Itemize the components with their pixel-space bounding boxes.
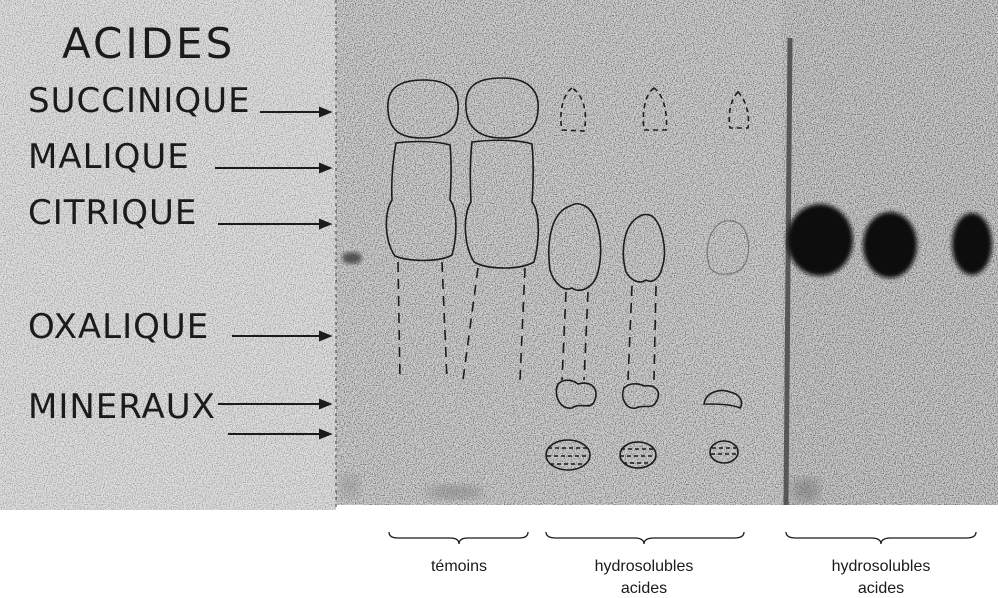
caption-hydro-left-line1: hydrosolubles bbox=[595, 558, 694, 575]
title-acides: ACIDES bbox=[62, 19, 235, 68]
brace-temoins bbox=[389, 532, 528, 544]
caption-hydro-right-line1: hydrosolubles bbox=[832, 558, 931, 575]
edge-smudge-right bbox=[792, 478, 820, 502]
edge-smudge bbox=[340, 474, 360, 498]
dark-spot-1 bbox=[787, 204, 853, 276]
brace-hydro-left bbox=[546, 532, 744, 544]
label-succinique: SUCCINIQUE bbox=[28, 81, 251, 121]
brace-hydro-right bbox=[786, 532, 976, 544]
left-edge-mark bbox=[342, 252, 362, 264]
dark-spot-2 bbox=[863, 212, 917, 278]
dark-spot-3 bbox=[952, 213, 992, 275]
middle-paper-panel bbox=[336, 0, 782, 505]
caption-temoins: témoins bbox=[431, 558, 487, 575]
origin-smudge bbox=[427, 485, 483, 499]
caption-hydro-right-line2: acides bbox=[858, 580, 904, 597]
label-citrique: CITRIQUE bbox=[28, 193, 197, 233]
label-mineraux: MINERAUX bbox=[28, 387, 216, 427]
label-oxalique: OXALIQUE bbox=[28, 307, 209, 347]
caption-hydro-left-line2: acides bbox=[621, 580, 667, 597]
label-malique: MALIQUE bbox=[28, 137, 190, 177]
